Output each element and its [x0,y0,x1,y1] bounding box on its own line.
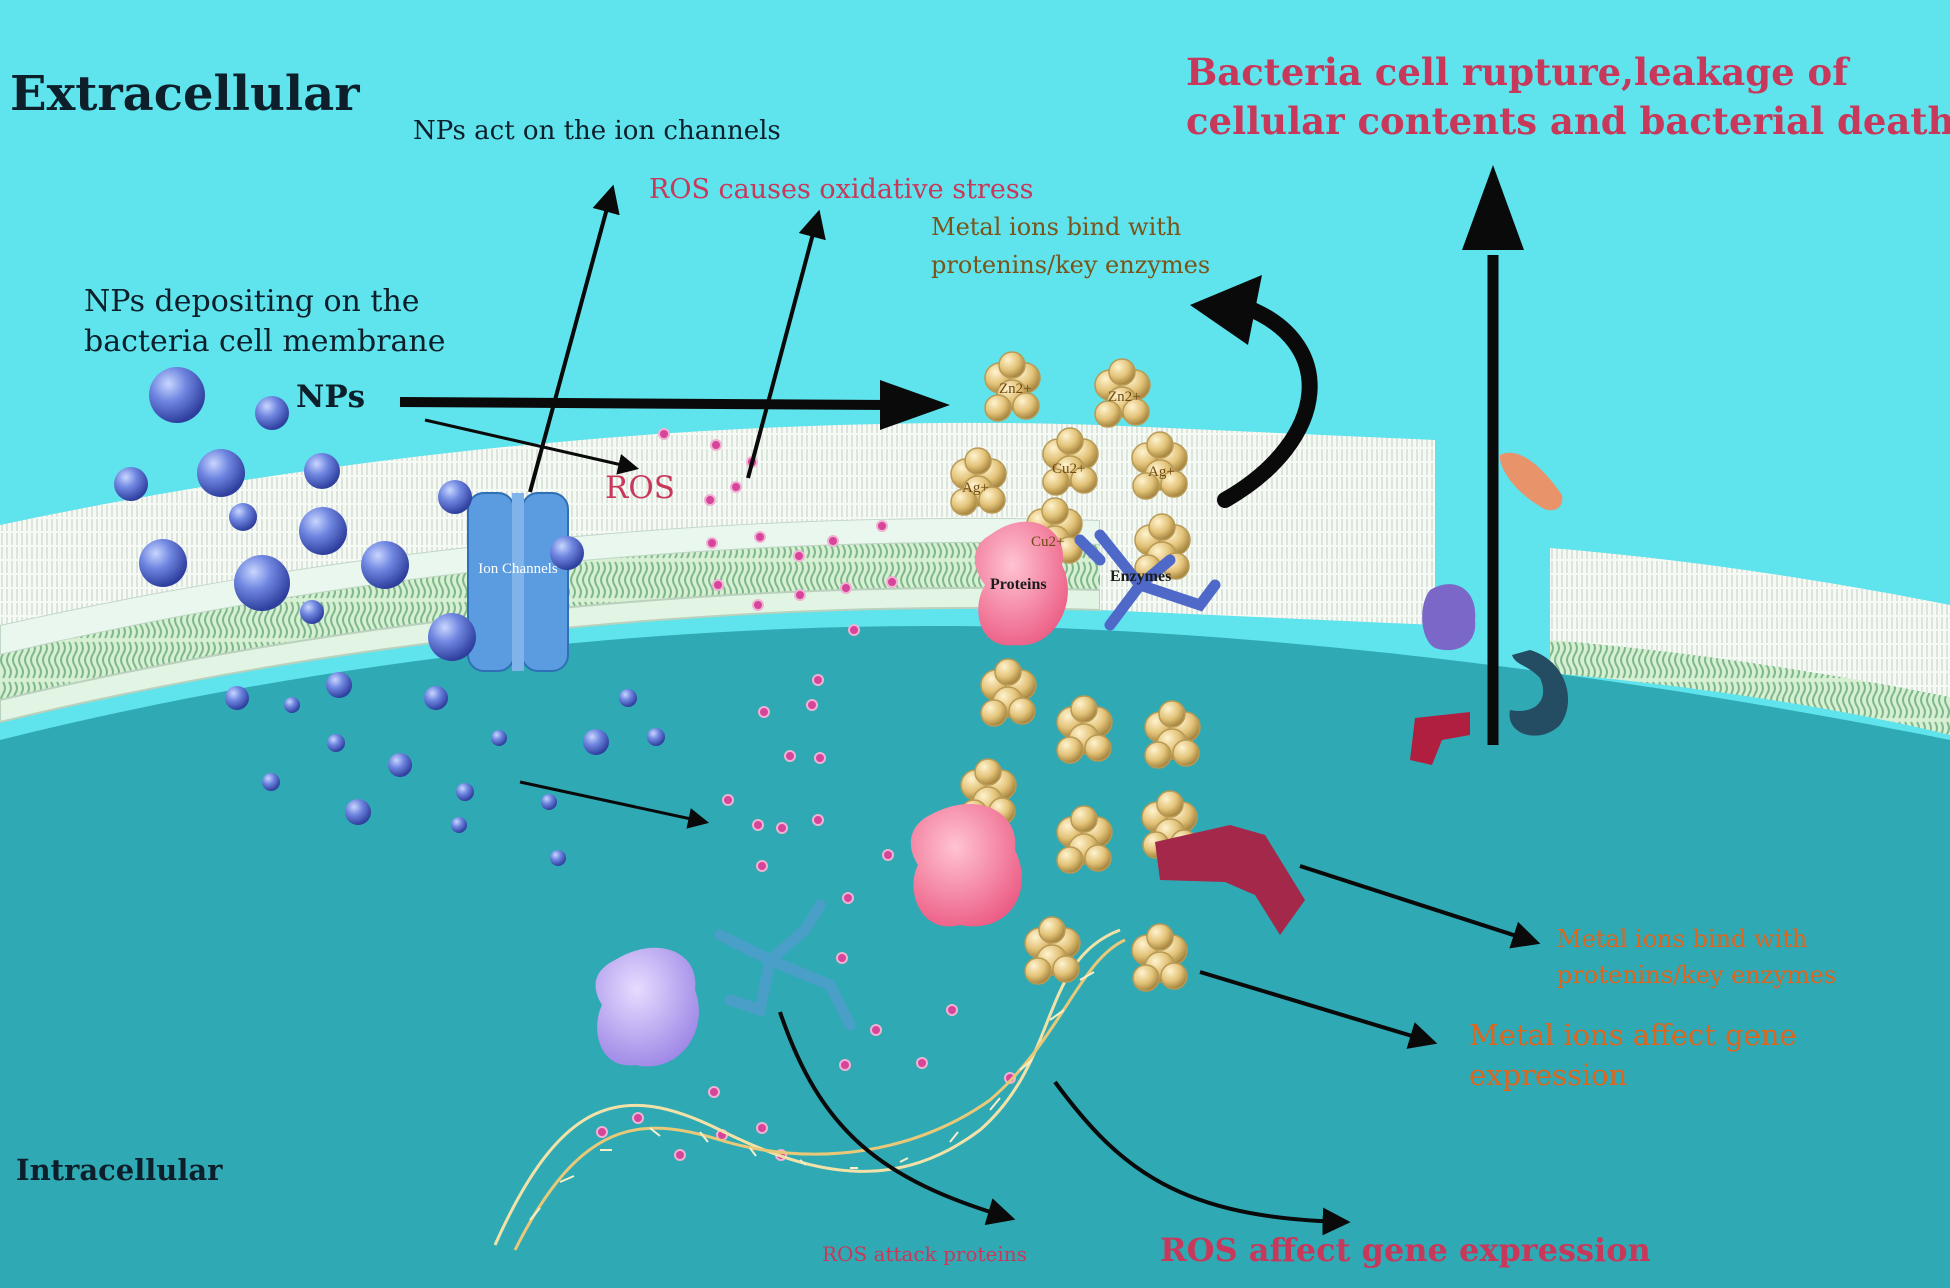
intracellular-title: Intracellular [16,1153,223,1187]
label-ros-oxidative: ROS causes oxidative stress [649,174,1034,205]
ion-label-cu-2: Cu2+ [1031,534,1065,550]
protein-intracellular [910,803,1022,927]
label-metal-bind-right-2: protenins/key enzymes [1557,961,1837,989]
label-metal-bind-top-2: protenins/key enzymes [931,251,1211,279]
ion-label-zn-1: Zn2+ [999,381,1032,397]
arrow-ros-proteins [778,1011,1016,1226]
ion-label-ag-1: Ag+ [962,480,989,496]
leaked-protein-navy [1509,650,1569,736]
arrow-nps-to-ros [424,418,640,475]
label-metal-bind-top-1: Metal ions bind with [931,213,1182,241]
enzyme-intracellular [714,899,856,1031]
label-ros: ROS [605,470,675,506]
label-nps: NPs [296,379,366,415]
protein-membrane [974,521,1068,646]
ion-label-ag-2: Ag+ [1148,464,1175,480]
leaked-protein-orange [1499,452,1563,511]
intracellular-region [0,625,1950,1288]
nanoparticles-extracellular [114,367,584,661]
ion-label-zn-2: Zn2+ [1108,389,1141,405]
label-nps-depositing-1: NPs depositing on the [84,284,420,319]
arrow-metal-gene [1199,970,1438,1049]
label-ros-attack: ROS attack proteins [822,1242,1027,1266]
nanoparticles-intracellular [225,672,665,866]
arrow-ros-gene [1053,1080,1351,1236]
label-metal-gene-2: expression [1469,1058,1628,1092]
label-metal-gene-1: Metal ions affect gene [1469,1018,1797,1052]
arrow-ion-channels [528,184,620,493]
arrow-oxidative [746,209,826,479]
arrow-nps-into-cell [519,780,710,829]
ros-particles [596,428,1016,1161]
metal-ion-clusters [950,351,1201,992]
arrow-metal-bind [1299,864,1541,949]
label-rupture-2: cellular contents and bacterial death [1186,99,1950,143]
enzyme-membrane [1074,529,1221,631]
label-nps-ion-channels: NPs act on the ion channels [413,116,781,146]
receptor-protein [1155,825,1305,935]
label-ion-channels: Ion Channels [478,561,558,577]
large-arrowhead-nps [880,380,950,430]
ion-label-cu-1: Cu2+ [1052,461,1086,477]
label-ros-gene: ROS affect gene expression [1160,1231,1651,1269]
label-metal-bind-right-1: Metal ions bind with [1557,925,1808,953]
label-rupture-1: Bacteria cell rupture,leakage of [1186,50,1849,94]
label-enzymes: Enzymes [1110,568,1172,585]
label-proteins: Proteins [990,576,1047,593]
arrows [399,165,1541,1236]
protein-lavender [595,947,699,1067]
extracellular-title: Extracellular [10,66,360,122]
ion-channel [467,492,569,672]
dna-helix [493,928,1126,1251]
curved-arrowhead [1190,275,1262,345]
leaked-protein-purple [1422,584,1476,651]
arrow-rupture-head [1462,165,1524,250]
leaked-protein-red [1410,712,1470,765]
label-nps-depositing-2: bacteria cell membrane [84,324,446,359]
